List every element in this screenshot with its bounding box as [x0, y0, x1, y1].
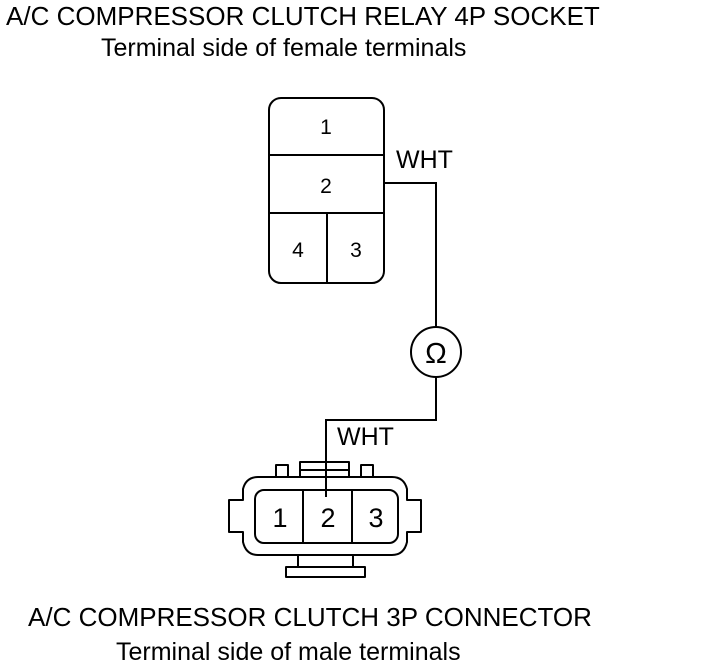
relay-pin-3: 3 — [350, 239, 362, 262]
ohmmeter-circle — [410, 326, 462, 378]
relay-pin-4: 4 — [292, 239, 304, 262]
relay-wire-label: WHT — [396, 146, 453, 174]
connector-bottom-lock — [285, 555, 366, 578]
connector-wire-label: WHT — [337, 423, 394, 451]
connector-rib-right — [360, 464, 374, 478]
relay-pin-2: 2 — [320, 175, 332, 198]
connector-rib-left — [275, 464, 289, 478]
clutch-connector — [228, 461, 422, 578]
connector-pin-3: 3 — [368, 503, 383, 533]
ohmmeter-symbol: Ω — [425, 338, 447, 370]
connector-face — [254, 489, 399, 544]
clutch-connector-title: A/C COMPRESSOR CLUTCH 3P CONNECTOR — [28, 602, 592, 632]
clutch-connector-subtitle: Terminal side of male terminals — [116, 638, 461, 666]
ohmmeter-icon: Ω — [410, 326, 462, 378]
connector-housing — [228, 476, 422, 556]
wire-meter-to-connector — [325, 377, 437, 497]
connector-pin-2: 2 — [320, 503, 335, 533]
relay-socket-subtitle: Terminal side of female terminals — [101, 34, 466, 62]
wire-relay-to-meter — [384, 182, 437, 328]
connector-pin-1: 1 — [272, 503, 287, 533]
relay-pin-1: 1 — [320, 116, 332, 139]
relay-socket — [268, 97, 385, 284]
test-wire — [325, 182, 437, 497]
relay-socket-title: A/C COMPRESSOR CLUTCH RELAY 4P SOCKET — [6, 1, 600, 31]
